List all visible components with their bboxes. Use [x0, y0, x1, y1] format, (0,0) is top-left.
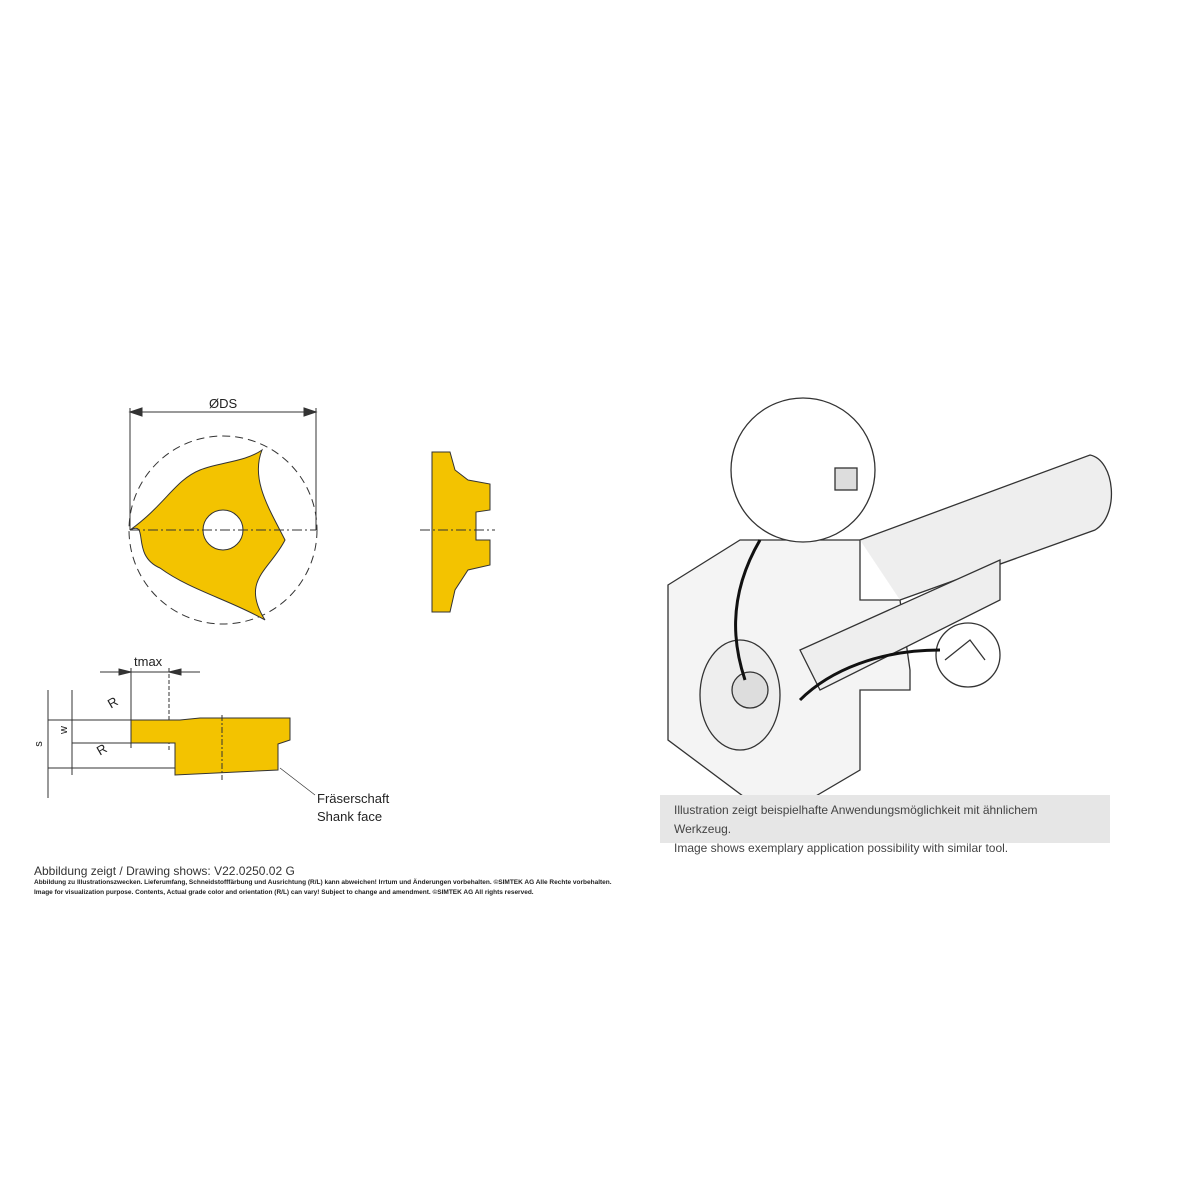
- disclaimer-de: Abbildung zu Illustrationszwecken. Liefe…: [34, 879, 612, 886]
- shank-face-label-de: Fräserschaft: [317, 791, 390, 806]
- caption-en: Image shows exemplary application possib…: [674, 841, 1009, 855]
- drawing-reference: Abbildung zeigt / Drawing shows: V22.025…: [34, 864, 295, 878]
- caption-de: Illustration zeigt beispielhafte Anwendu…: [674, 803, 1038, 836]
- application-illustration: [667, 397, 1113, 821]
- dimension-s-label: s: [32, 741, 45, 747]
- insert-front-view: [128, 407, 318, 625]
- insert-section-view: [47, 668, 316, 798]
- illustration-caption: Illustration zeigt beispielhafte Anwendu…: [660, 795, 1110, 855]
- disclaimer-en: Image for visualization purpose. Content…: [34, 889, 534, 896]
- dimension-w-label: w: [57, 726, 70, 734]
- dimension-ds-label: ØDS: [209, 396, 238, 411]
- insert-side-view: [420, 451, 495, 613]
- shank-face-label-en: Shank face: [317, 809, 383, 824]
- dimension-tmax-label: tmax: [134, 654, 163, 669]
